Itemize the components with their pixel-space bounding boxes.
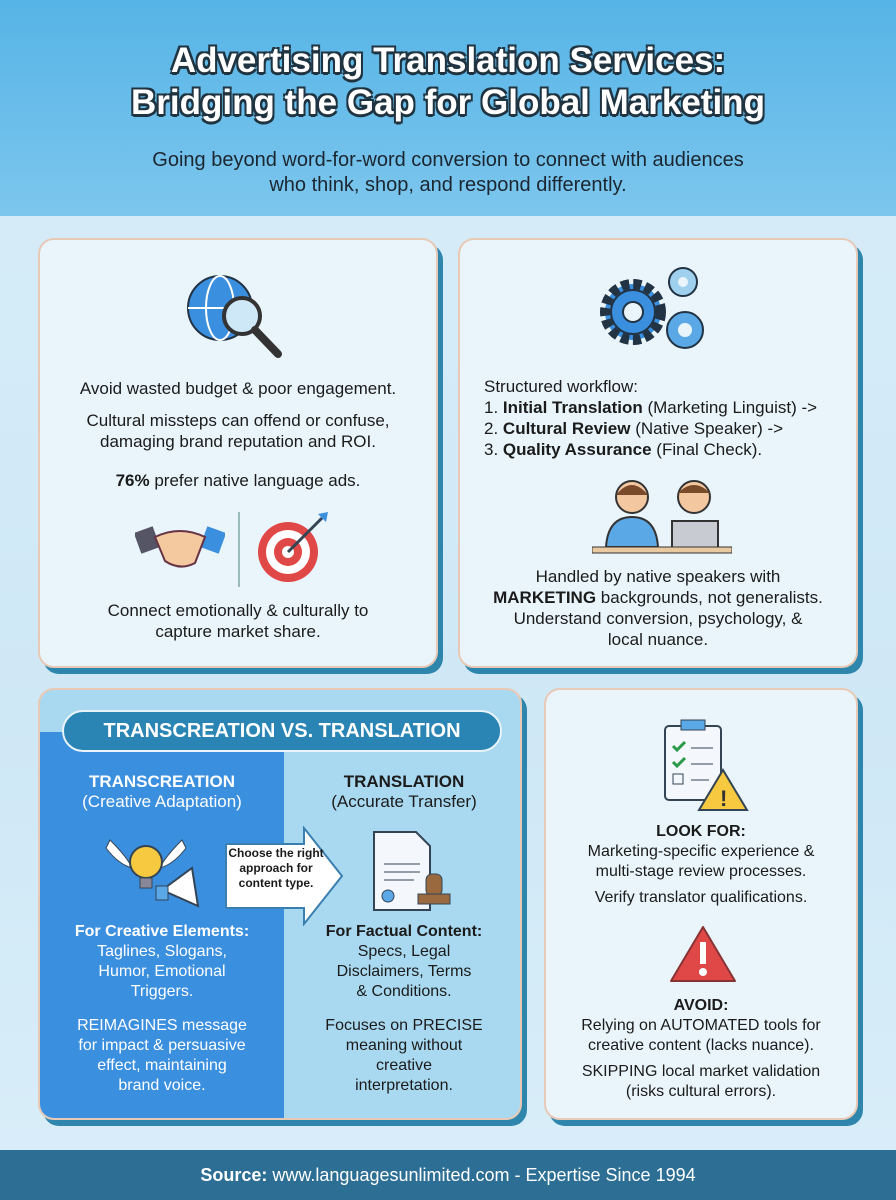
page-subtitle: Going beyond word-for-word conversion to…: [0, 148, 896, 198]
transcreation-header: TRANSCREATION(Creative Adaptation): [82, 772, 242, 811]
card-workflow: Structured workflow: 1. Initial Translat…: [458, 238, 858, 668]
arrow-shape: [225, 826, 344, 926]
budget-heading: Avoid wasted budget & poor engagement.: [79, 379, 397, 398]
footer-line: capture market share.: [155, 622, 321, 641]
target-icon: [258, 512, 328, 582]
summary-line: Handled by native speakers with: [535, 567, 781, 586]
icon-divider: [238, 512, 240, 587]
summary-line: MARKETING backgrounds, not generalists.: [493, 588, 823, 607]
stat-text: prefer native language ads.: [149, 471, 361, 490]
card-tips: ! LOOK FOR: Marketing-specific experienc…: [544, 688, 858, 1120]
workflow-step: 1. Initial Translation (Marketing Lingui…: [484, 398, 818, 417]
source-label: Source:: [200, 1165, 268, 1185]
body-line: Cultural missteps can offend or confuse,: [86, 411, 390, 430]
summary-line: Understand conversion, psychology, &: [513, 609, 803, 628]
budget-body: Cultural missteps can offend or confuse,…: [40, 410, 436, 452]
title-line: Bridging the Gap for Global Marketing: [131, 83, 765, 122]
source-text: www.languagesunlimited.com - Expertise S…: [267, 1165, 696, 1185]
workflow-intro: Structured workflow:: [484, 377, 638, 396]
translation-header: TRANSLATION(Accurate Transfer): [331, 772, 477, 811]
subtitle-line: Going beyond word-for-word conversion to…: [152, 149, 744, 171]
stat-value: 76%: [115, 471, 150, 490]
winged-lightbulb-megaphone-icon: [105, 839, 200, 908]
comparison-banner: TRANSCREATION VS. TRANSLATION: [62, 710, 502, 752]
subtitle-line: who think, shop, and respond differently…: [269, 174, 627, 196]
globe-magnifier-icon: [187, 275, 282, 358]
gears-icon: [600, 267, 704, 349]
handshake-icon: [135, 526, 225, 568]
summary-line: local nuance.: [607, 630, 709, 649]
checklist-warning-icon: !: [664, 719, 749, 811]
title-line: Advertising Translation Services:: [170, 41, 726, 80]
svg-text:!: !: [720, 786, 727, 811]
source-footer: Source: www.languagesunlimited.com - Exp…: [0, 1150, 896, 1200]
workflow-step: 2. Cultural Review (Native Speaker) ->: [484, 419, 784, 438]
legal-document-stamp-icon: [373, 831, 451, 911]
workflow-summary: Handled by native speakers with MARKETIN…: [460, 566, 856, 650]
budget-footer: Connect emotionally & culturally to capt…: [40, 600, 436, 642]
workflow-step: 3. Quality Assurance (Final Check).: [484, 440, 763, 459]
transcreation-column: [40, 732, 284, 1118]
look-for-section: LOOK FOR: Marketing-specific experience …: [587, 823, 815, 906]
card-comparison: TRANSCREATION VS. TRANSLATION TRANSCREAT…: [38, 688, 522, 1120]
transcreation-use-cases: For Creative Elements: Taglines, Slogans…: [74, 923, 250, 1000]
translators-headset-icon: [592, 480, 732, 554]
warning-triangle-icon: [670, 926, 736, 982]
body-line: damaging brand reputation and ROI.: [100, 432, 376, 451]
budget-stat: 76% prefer native language ads.: [40, 470, 436, 491]
page-title: Advertising Translation Services: Bridgi…: [0, 40, 896, 124]
footer-line: Connect emotionally & culturally to: [107, 601, 369, 620]
header-banner: Advertising Translation Services: Bridgi…: [0, 0, 896, 216]
workflow-list: Structured workflow: 1. Initial Translat…: [484, 376, 817, 460]
card-budget: Avoid wasted budget & poor engagement. C…: [38, 238, 438, 668]
